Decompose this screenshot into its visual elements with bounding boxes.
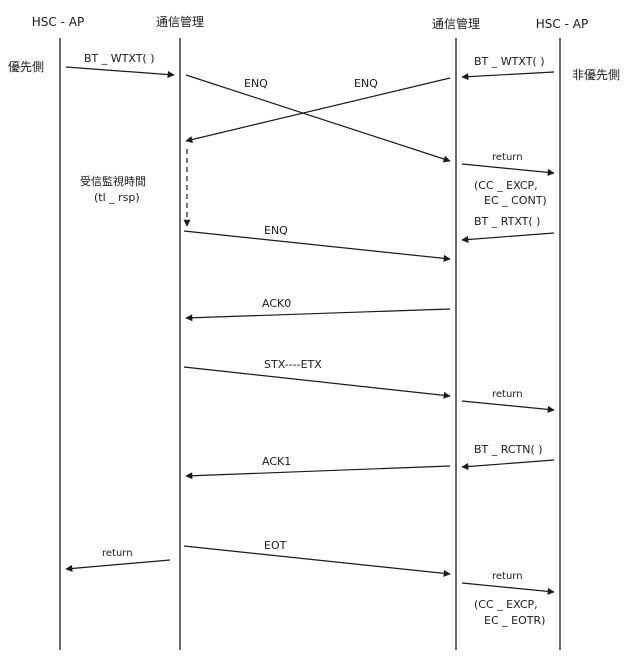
label-return-3-detail-2: EC _ EOTR)	[484, 614, 545, 627]
label-enq: ENQ	[264, 224, 288, 237]
label-bt-wtxt-left: BT _ WTXT( )	[84, 52, 155, 65]
timer-label: 受信監視時間	[80, 174, 146, 188]
label-return-1-detail-2: EC _ CONT)	[484, 194, 547, 207]
priority-side-label: 優先側	[8, 60, 44, 74]
non-priority-side-label: 非優先側	[572, 68, 620, 82]
label-eot: EOT	[264, 539, 287, 552]
arrow-eot	[183, 545, 451, 577]
arrow-enq-cross-right	[185, 74, 451, 163]
label-return-3: return	[492, 571, 523, 582]
label-return-left: return	[102, 548, 133, 559]
label-return-3-detail-1: (CC _ EXCP,	[474, 598, 538, 611]
label-return-1-detail-1: (CC _ EXCP,	[474, 179, 538, 192]
arrow-enq	[183, 230, 451, 262]
label-ack1: ACK1	[262, 455, 291, 468]
timer-param: (tl _ rsp)	[94, 191, 140, 204]
label-return-1: return	[492, 152, 523, 163]
arrow-bt-rctn	[461, 459, 555, 471]
arrow-ack0	[185, 308, 451, 322]
label-bt-rtxt: BT _ RTXT( )	[474, 215, 540, 228]
arrow-enq-cross-left	[185, 77, 451, 143]
label-ack0: ACK0	[262, 297, 291, 310]
label-enq-cross-2: ENQ	[354, 77, 378, 90]
header-right-comm: 通信管理	[432, 16, 480, 31]
arrow-ack1	[185, 465, 451, 480]
arrow-bt-wtxt-right	[461, 71, 555, 81]
label-stx-etx: STX----ETX	[264, 358, 322, 371]
arrow-return-2	[461, 400, 555, 413]
arrow-return-1	[461, 163, 555, 176]
arrow-stx-etx	[183, 366, 451, 399]
header-left-ap: HSC - AP	[32, 15, 84, 29]
label-enq-cross-1: ENQ	[244, 77, 268, 90]
label-bt-wtxt-right: BT _ WTXT( )	[474, 55, 545, 68]
arrow-bt-rtxt	[461, 232, 555, 244]
header-right-ap: HSC - AP	[536, 17, 588, 31]
header-left-comm: 通信管理	[156, 14, 204, 29]
label-return-2: return	[492, 389, 523, 400]
arrow-bt-wtxt-left	[65, 66, 175, 79]
arrow-return-left	[65, 559, 171, 572]
arrow-return-3	[461, 582, 555, 595]
label-bt-rctn: BT _ RCTN( )	[474, 443, 543, 456]
